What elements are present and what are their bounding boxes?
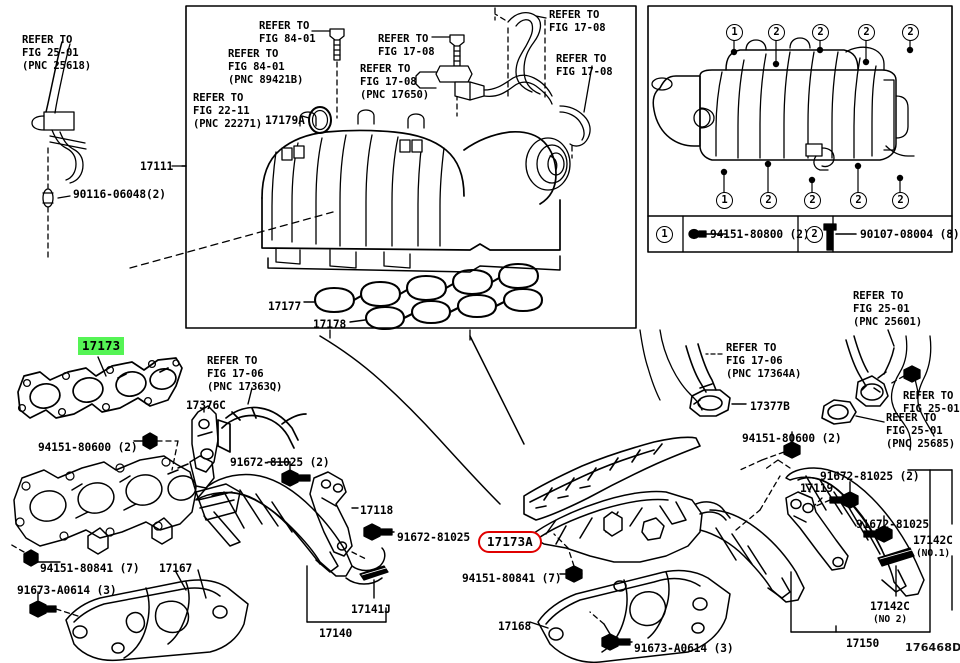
legend-manifold-view <box>651 31 915 251</box>
stud-bolt-icon <box>823 223 857 251</box>
part-94151-80841-left: 94151-80841 (7) <box>40 562 140 575</box>
refer-fig-22-11-pnc-22271: REFER TO FIG 22-11 (PNC 22271) <box>193 92 263 130</box>
bracket-17364a <box>685 343 717 393</box>
bolt-91672-81025-right <box>863 515 893 543</box>
part-94151-80600-left: 94151-80600 (2) <box>38 441 138 454</box>
refer-fig-84-01-pnc-89421b: REFER TO FIG 84-01 (PNC 89421B) <box>228 48 304 86</box>
exhaust-manifold-right <box>529 490 731 563</box>
stud-17141j <box>359 565 389 599</box>
gasket-17377b <box>689 389 731 417</box>
intake-gaskets <box>313 262 544 331</box>
bolt-91672-81025-2-right <box>815 481 859 509</box>
highlighted-part-17173[interactable]: 17173 <box>78 337 125 355</box>
refer-fig-17-08-right-b: REFER TO FIG 17-08 <box>556 53 613 78</box>
legend-marker-5: 2 <box>902 24 919 41</box>
part-91673-a0614-right: 91673-A0614 (3) <box>634 642 734 655</box>
part-91672-81025-right: 91672-81025 <box>856 518 929 531</box>
refer-fig-17-08-right-a: REFER TO FIG 17-08 <box>549 9 606 34</box>
part-17168: 17168 <box>498 620 532 633</box>
legend-marker-3: 2 <box>812 24 829 41</box>
part-17140: 17140 <box>319 627 353 640</box>
part-91673-a0614-left: 91673-A0614 (3) <box>17 584 117 597</box>
refer-fig-84-01: REFER TO FIG 84-01 <box>259 20 316 45</box>
sheet-code: 176468D <box>905 641 960 654</box>
nut-25-01-right <box>889 365 921 393</box>
nut-94151-80600-left <box>133 432 179 471</box>
stud-17142c-no2 <box>877 547 915 597</box>
part-90116-06048: 90116-06048(2) <box>73 188 166 201</box>
nut-94151-80841-right <box>553 533 583 583</box>
legend-marker-2: 2 <box>768 24 785 41</box>
nut-94151-80600-right <box>739 431 801 471</box>
legend-marker-9: 2 <box>850 192 867 209</box>
refer-fig-17-08-top: REFER TO FIG 17-08 <box>378 33 435 58</box>
catalytic-converter-left <box>195 473 386 585</box>
part-17377b: 17377B <box>750 400 790 413</box>
part-17111: 17111 <box>140 160 174 173</box>
throttle-body <box>525 137 571 191</box>
part-17178: 17178 <box>313 318 347 331</box>
part-17177: 17177 <box>268 300 302 313</box>
water-bypass-hose-17363q <box>217 406 307 453</box>
gasket-17173a <box>523 436 701 521</box>
legend-marker-7: 2 <box>760 192 777 209</box>
highlighted-part-17173a[interactable]: 17173A <box>478 531 542 553</box>
part-17150: 17150 <box>846 637 880 650</box>
legend-marker-8: 2 <box>804 192 821 209</box>
legend-marker-10: 2 <box>892 192 909 209</box>
refer-fig-25-01-right: REFER TO FIG 25-01 <box>903 390 960 415</box>
part-94151-80600-right: 94151-80600 (2) <box>742 432 842 445</box>
exhaust-manifold-left <box>13 455 241 555</box>
refer-fig-25-01-pnc-25618: REFER TO FIG 25-01 (PNC 25618) <box>22 34 92 72</box>
part-94151-80841-right: 94151-80841 (7) <box>462 572 562 585</box>
refer-fig-25-01-pnc-25601: REFER TO FIG 25-01 (PNC 25601) <box>853 290 923 328</box>
part-17142c-no1-sub: (NO.1) <box>916 548 951 559</box>
part-91672-81025-2-left: 91672-81025 (2) <box>230 456 330 469</box>
bolt-91672-81025-left <box>363 523 395 541</box>
oxygen-sensor-25601 <box>845 335 895 407</box>
part-17179a: 17179A <box>265 114 305 127</box>
refer-fig-25-01-pnc-25685: REFER TO FIG 25-01 (PNC 25685) <box>886 412 956 450</box>
bolt-91673-a0614-right <box>589 611 633 651</box>
part-17118: 17118 <box>360 504 394 517</box>
legend-marker-6: 1 <box>716 192 733 209</box>
heat-insulator-17167 <box>65 579 249 662</box>
bolt-91672-81025-2-left <box>267 461 311 487</box>
part-17167: 17167 <box>159 562 193 575</box>
legend-part-1: 94151-80800 (2) <box>710 228 810 241</box>
bolt-91673-a0614-left <box>29 591 79 618</box>
sensor-grommet-25685 <box>821 399 857 425</box>
support-bracket-17118 <box>309 471 353 557</box>
legend-marker-1: 1 <box>726 24 743 41</box>
refer-fig-17-06-pnc-17364a: REFER TO FIG 17-06 (PNC 17364A) <box>726 342 802 380</box>
nut-94151-80841-left <box>9 543 61 567</box>
flange-bolt-icon <box>688 228 727 240</box>
part-17142c-no2: 17142C <box>870 600 910 613</box>
part-17142c-no1: 17142C <box>913 534 953 547</box>
legend-marker-4: 2 <box>858 24 875 41</box>
part-91672-81025-2-right: 91672-81025 (2) <box>820 470 920 483</box>
intake-detail-frame <box>185 5 637 329</box>
part-17376c: 17376C <box>186 399 226 412</box>
part-17141j: 17141J <box>351 603 391 616</box>
part-17142c-no2-sub: (NO 2) <box>873 614 908 625</box>
legend-row-marker-2: 2 <box>806 226 823 243</box>
refer-fig-17-08-pnc-17650: REFER TO FIG 17-08 (PNC 17650) <box>360 63 430 101</box>
refer-fig-17-06-pnc-17363q: REFER TO FIG 17-06 (PNC 17363Q) <box>207 355 283 393</box>
bracket-17119 <box>785 491 849 571</box>
bracket-17376c <box>191 405 219 473</box>
part-91672-81025-left: 91672-81025 <box>397 531 470 544</box>
part-17119: 17119 <box>800 482 834 495</box>
gasket-17173 <box>17 357 183 419</box>
manifold-bolts <box>311 28 465 119</box>
legend-row-marker-1: 1 <box>656 226 673 243</box>
legend-part-2: 90107-08004 (8) <box>860 228 960 241</box>
fastener-legend-frame <box>647 5 953 253</box>
